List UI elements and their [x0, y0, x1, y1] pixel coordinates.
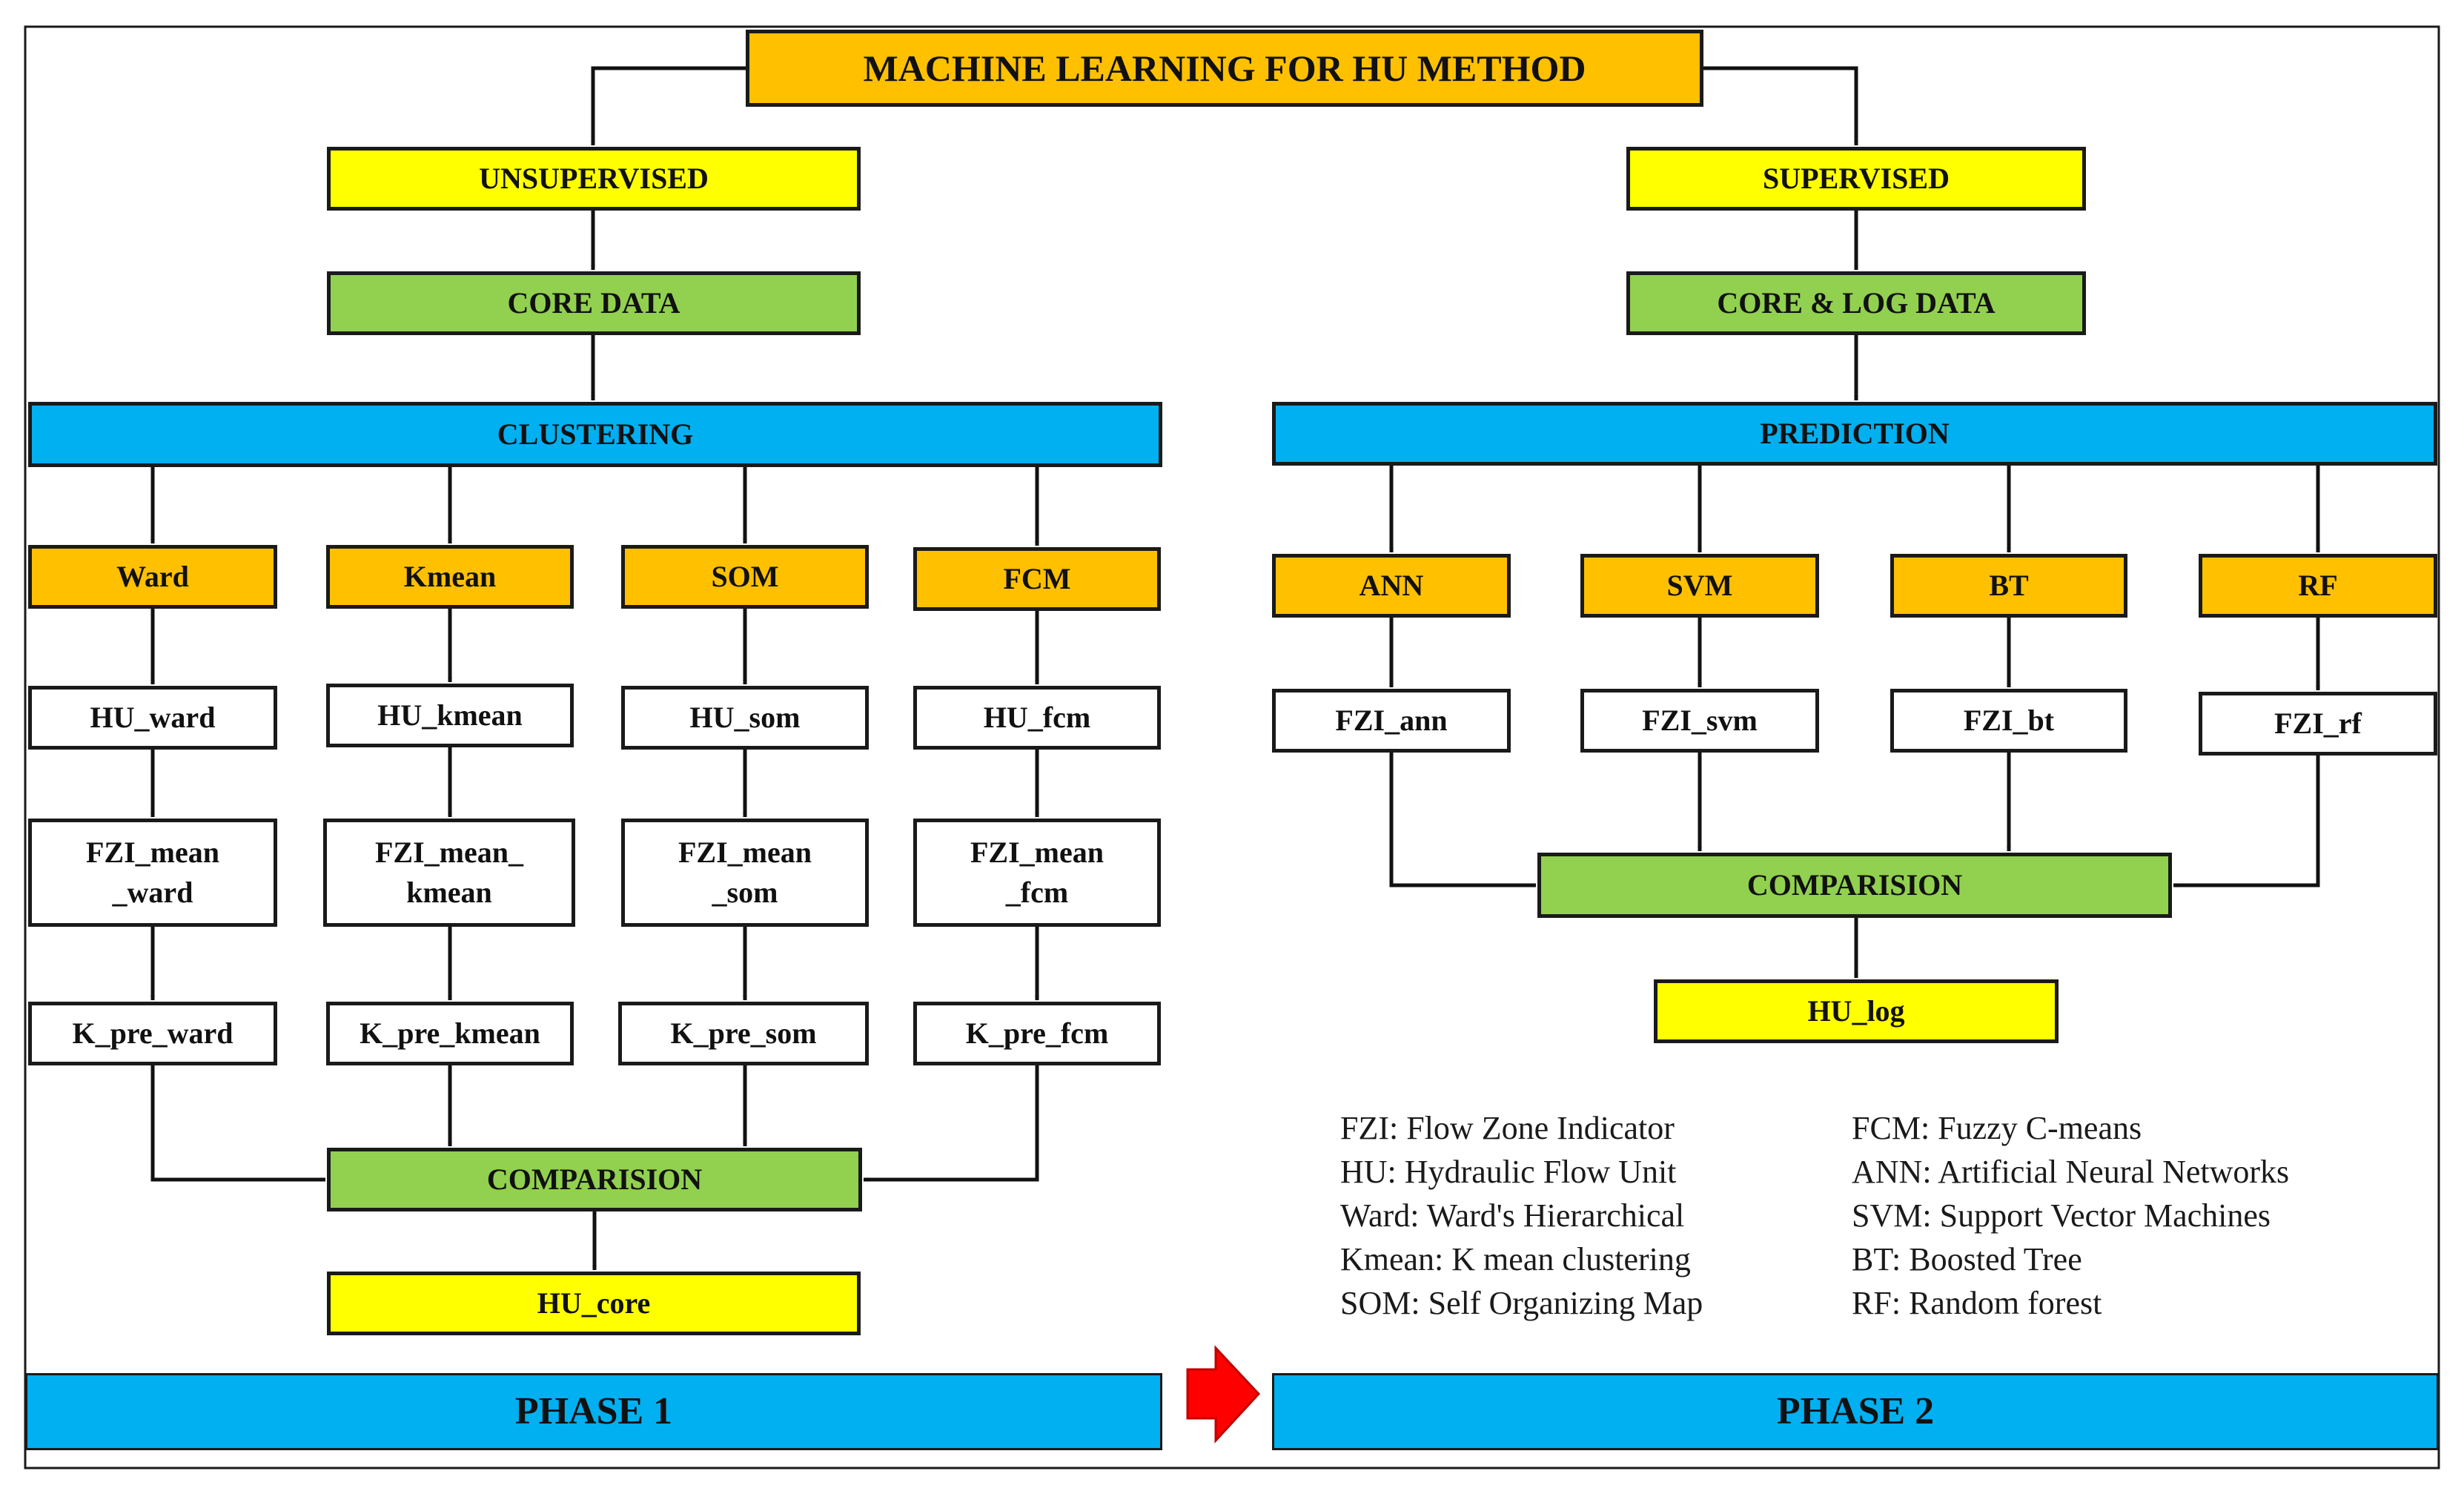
- comparison-box-phase2: COMPARISION: [1537, 853, 2172, 918]
- fzi-mean-kmean-line1: FZI_mean_: [375, 836, 523, 869]
- unsupervised-box: UNSUPERVISED: [327, 147, 861, 211]
- arrow-fzi-ann-to-comparison: [1389, 753, 1537, 887]
- phase-2-bar: PHASE 2: [1272, 1373, 2439, 1450]
- hu-kmean: HU_kmean: [326, 684, 574, 747]
- core-data-box: CORE DATA: [327, 271, 861, 335]
- fzi-bt: FZI_bt: [1890, 689, 2127, 753]
- fzi-svm: FZI_svm: [1580, 689, 1819, 753]
- fzi-mean-som-line2: _som: [712, 876, 778, 909]
- arrow-title-to-unsupervised: [591, 66, 746, 146]
- legend-som: SOM: Self Organizing Map: [1340, 1285, 1703, 1321]
- diagram-title: MACHINE LEARNING FOR HU METHOD: [746, 30, 1703, 107]
- k-pre-som: K_pre_som: [618, 1002, 869, 1065]
- fzi-mean-som-line1: FZI_mean: [678, 836, 812, 869]
- comparison-box-phase1: COMPARISION: [327, 1148, 862, 1211]
- legend-left: FZI: Flow Zone Indicator HU: Hydraulic F…: [1340, 1106, 1703, 1325]
- fzi-mean-fcm-line2: _fcm: [1005, 876, 1069, 909]
- legend-fzi: FZI: Flow Zone Indicator: [1340, 1110, 1675, 1146]
- legend-kmean: Kmean: K mean clustering: [1340, 1241, 1691, 1277]
- fzi-mean-ward: FZI_mean _ward: [28, 819, 277, 927]
- clustering-bar: CLUSTERING: [28, 402, 1162, 467]
- fzi-rf: FZI_rf: [2199, 692, 2437, 756]
- core-log-data-box: CORE & LOG DATA: [1626, 271, 2086, 335]
- legend-rf: RF: Random forest: [1852, 1285, 2102, 1321]
- hu-log-box: HU_log: [1654, 979, 2059, 1043]
- arrow-fzi-rf-to-comparison: [2173, 756, 2320, 887]
- fzi-mean-kmean-line2: kmean: [406, 876, 492, 909]
- phase-1-bar: PHASE 1: [25, 1373, 1162, 1450]
- arrow-title-to-supervised: [1703, 66, 1858, 146]
- hu-som: HU_som: [621, 686, 869, 750]
- method-kmean: Kmean: [326, 545, 574, 609]
- method-svm: SVM: [1580, 554, 1819, 618]
- k-pre-fcm: K_pre_fcm: [913, 1002, 1161, 1065]
- fzi-ann: FZI_ann: [1272, 689, 1511, 753]
- legend-ann: ANN: Artificial Neural Networks: [1852, 1154, 2290, 1190]
- method-som: SOM: [621, 545, 869, 609]
- legend-fcm: FCM: Fuzzy C-means: [1852, 1110, 2142, 1146]
- phase-transition-arrow-icon: [1186, 1345, 1261, 1444]
- method-ann: ANN: [1272, 554, 1511, 618]
- method-ward: Ward: [28, 545, 277, 609]
- supervised-box: SUPERVISED: [1626, 147, 2086, 211]
- arrow-k-fcm-to-comparison: [863, 1065, 1039, 1182]
- fzi-mean-fcm-line1: FZI_mean: [970, 836, 1104, 869]
- legend-hu: HU: Hydraulic Flow Unit: [1340, 1154, 1677, 1190]
- k-pre-ward: K_pre_ward: [28, 1002, 277, 1065]
- hu-fcm: HU_fcm: [913, 686, 1161, 750]
- prediction-bar: PREDICTION: [1272, 402, 2437, 466]
- method-rf: RF: [2199, 554, 2437, 618]
- legend-bt: BT: Boosted Tree: [1852, 1241, 2082, 1277]
- fzi-mean-ward-line2: _ward: [112, 876, 193, 909]
- legend-svm: SVM: Support Vector Machines: [1852, 1197, 2271, 1234]
- outer-frame: [24, 25, 2440, 1469]
- method-bt: BT: [1890, 554, 2127, 618]
- fzi-mean-fcm: FZI_mean _fcm: [913, 819, 1161, 927]
- fzi-mean-kmean: FZI_mean_kmean: [323, 819, 575, 927]
- arrow-k-ward-to-comparison: [150, 1065, 326, 1182]
- legend-right: FCM: Fuzzy C-means ANN: Artificial Neura…: [1852, 1106, 2289, 1325]
- fzi-mean-ward-line1: FZI_mean: [86, 836, 219, 869]
- legend-ward: Ward: Ward's Hierarchical: [1340, 1197, 1685, 1234]
- hu-ward: HU_ward: [28, 686, 277, 750]
- k-pre-kmean: K_pre_kmean: [326, 1002, 574, 1065]
- method-fcm: FCM: [913, 547, 1161, 611]
- fzi-mean-som: FZI_mean _som: [621, 819, 869, 927]
- hu-core-box: HU_core: [327, 1272, 861, 1335]
